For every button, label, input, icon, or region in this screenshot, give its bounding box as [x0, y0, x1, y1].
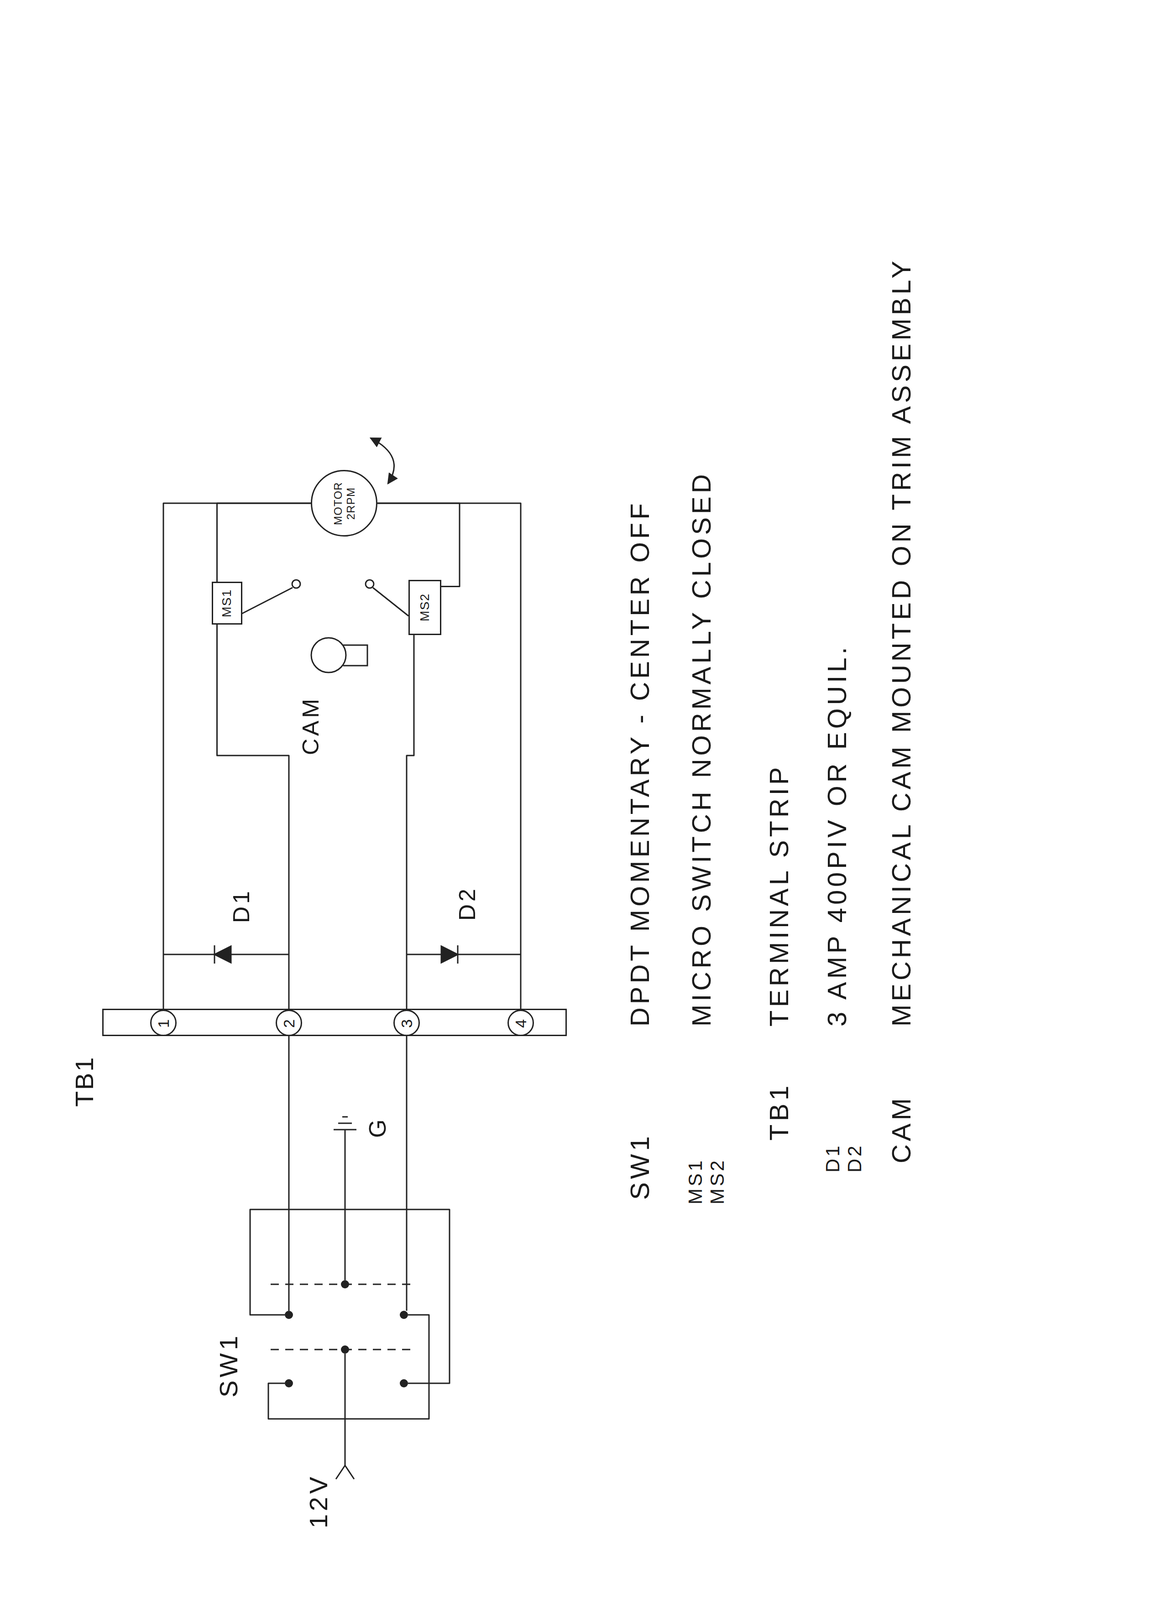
wire — [406, 635, 414, 1011]
wire — [268, 1315, 429, 1420]
switch-lever — [292, 580, 301, 589]
ground-symbol — [333, 1129, 357, 1131]
switch-lever — [241, 580, 409, 617]
wire — [217, 624, 290, 1010]
node-text: 2 — [280, 1018, 299, 1029]
note-text: MECHANICAL CAM MOUNTED ON TRIM ASSEMBLY — [886, 257, 917, 1027]
wire — [250, 1209, 450, 1384]
diode-symbol — [214, 946, 231, 963]
terminal: 3 — [393, 1009, 420, 1037]
rotation-arrow — [370, 438, 395, 484]
switch-contact — [284, 1311, 293, 1320]
note-code: D2 — [843, 1143, 866, 1173]
switch-lever — [241, 587, 293, 614]
node-text: TB1 — [69, 1056, 100, 1107]
note-code: MS2 — [706, 1158, 729, 1205]
switch-contact — [284, 1379, 293, 1388]
wire — [163, 503, 311, 1010]
wire — [217, 503, 312, 582]
diode-symbol — [214, 945, 458, 964]
switch-lever — [365, 580, 374, 589]
motor: MOTOR 2RPM — [310, 470, 378, 537]
terminal-strip: TB1 1 2 3 4 — [68, 1002, 576, 1117]
note-text: DPDT MOMENTARY - CENTER OFF — [624, 500, 656, 1027]
wire — [406, 954, 521, 956]
note-code: MS1 — [684, 1158, 707, 1205]
terminal: 1 — [150, 1009, 177, 1037]
switch-name: SW1 — [214, 1333, 244, 1398]
wire — [344, 1354, 346, 1468]
note-code: CAM — [886, 1095, 917, 1164]
note-code: SW1 — [624, 1133, 656, 1201]
micro-switch: MS2 — [408, 580, 442, 636]
diode-symbol — [214, 945, 216, 964]
wire — [288, 1036, 290, 1312]
cam-symbol — [311, 638, 368, 673]
node-text: MS2 — [417, 593, 433, 622]
diode-name: D1 — [228, 888, 256, 924]
node-text: MS1 — [219, 589, 235, 618]
diode-name: D2 — [454, 886, 482, 921]
ground-symbol — [342, 1116, 348, 1119]
wire — [344, 1129, 346, 1281]
supply-label: 12V — [303, 1474, 334, 1529]
cam-name: CAM — [298, 695, 325, 755]
node-text: 3 — [397, 1018, 416, 1029]
cam-symbol — [311, 638, 346, 673]
node-text: 1 — [154, 1018, 173, 1029]
switch-linkage — [270, 1284, 414, 1350]
note-code: D1 — [821, 1143, 844, 1173]
switch-lever — [372, 587, 409, 617]
rotation-arrow — [370, 438, 395, 484]
note-code: TB1 — [763, 1082, 795, 1141]
terminal: 2 — [275, 1009, 303, 1037]
terminal: 4 — [507, 1009, 534, 1037]
wire — [377, 503, 460, 587]
ground-symbol — [333, 1117, 357, 1130]
ground-label: G — [364, 1116, 392, 1139]
wire — [377, 503, 521, 1010]
node-text: MOTOR 2RPM — [331, 481, 357, 526]
switch-contact — [399, 1311, 408, 1320]
wire — [406, 1036, 408, 1312]
diode-symbol — [457, 945, 459, 964]
cam-symbol — [343, 645, 368, 666]
switch-contact — [340, 1345, 350, 1355]
switch-contact — [284, 1280, 408, 1388]
wire — [335, 1465, 355, 1480]
node-text: 4 — [512, 1018, 530, 1029]
diode-symbol — [441, 946, 458, 963]
switch-contact — [399, 1379, 408, 1388]
switch-contact — [340, 1280, 350, 1289]
ground-symbol — [338, 1123, 352, 1125]
micro-switch: MS1 — [211, 581, 243, 625]
note-text: TERMINAL STRIP — [763, 764, 795, 1027]
note-text: MICRO SWITCH NORMALLY CLOSED — [686, 470, 717, 1027]
note-text: 3 AMP 400PIV OR EQUIL. — [821, 643, 853, 1027]
